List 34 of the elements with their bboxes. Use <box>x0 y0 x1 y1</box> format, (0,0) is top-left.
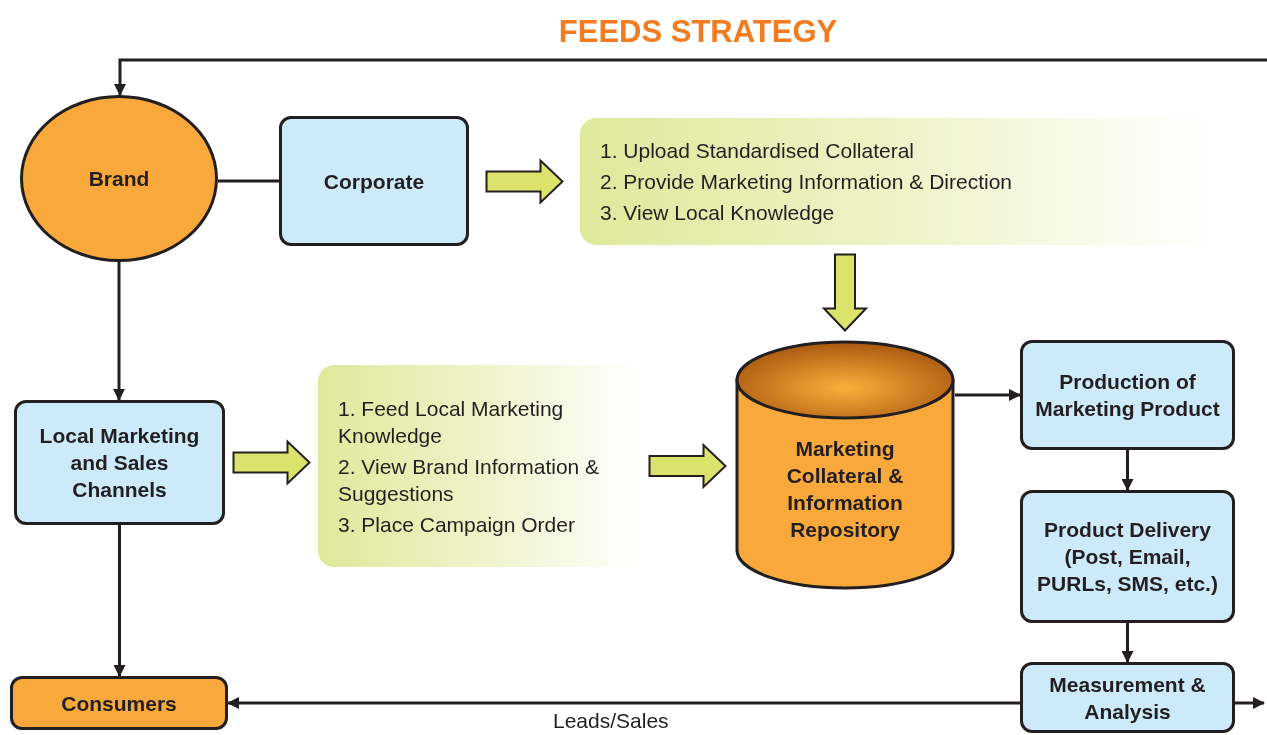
node-label: Measurement & Analysis <box>1048 671 1207 725</box>
list-item: 1. Feed Local Marketing Knowledge <box>338 395 565 449</box>
node-label: Corporate <box>323 168 425 195</box>
arrow <box>1235 697 1265 709</box>
arrow <box>113 525 126 677</box>
block-arrow <box>232 439 311 486</box>
list-item: 2. View Brand Information & Suggestions <box>338 453 601 507</box>
diagram-title: FEEDS STRATEGY <box>557 13 839 51</box>
arrow <box>114 58 1267 96</box>
process-box <box>279 116 469 246</box>
block-arrow <box>821 253 869 332</box>
arrow <box>113 262 125 401</box>
arrow <box>1121 450 1134 491</box>
list-item: 3. Place Campaign Order <box>338 511 576 538</box>
list-item: 3. View Local Knowledge <box>600 200 836 226</box>
arrow <box>1121 623 1134 663</box>
process-box <box>1020 662 1235 733</box>
node-label: Consumers <box>61 690 177 717</box>
process-box <box>14 400 225 525</box>
node-label: Brand <box>88 166 150 192</box>
block-arrow <box>648 442 727 490</box>
list-item: 1. Upload Standardised Collateral <box>600 138 916 164</box>
database-cylinder <box>735 340 955 590</box>
node-label: Production of Marketing Product <box>1035 369 1220 422</box>
node-label: Local Marketing and Sales Channels <box>38 423 201 503</box>
node-label: Marketing Collateral & Information Repository <box>785 436 905 543</box>
process-box <box>10 676 228 730</box>
process-box <box>1020 490 1235 623</box>
list-item: 2. Provide Marketing Information & Direction <box>600 169 1013 195</box>
arrow <box>955 389 1021 401</box>
block-arrow <box>485 158 564 205</box>
arrow <box>227 697 1020 709</box>
process-box <box>1020 340 1235 450</box>
node-label: Product Delivery (Post, Email, PURLs, SMS, etc.) <box>1036 517 1219 597</box>
